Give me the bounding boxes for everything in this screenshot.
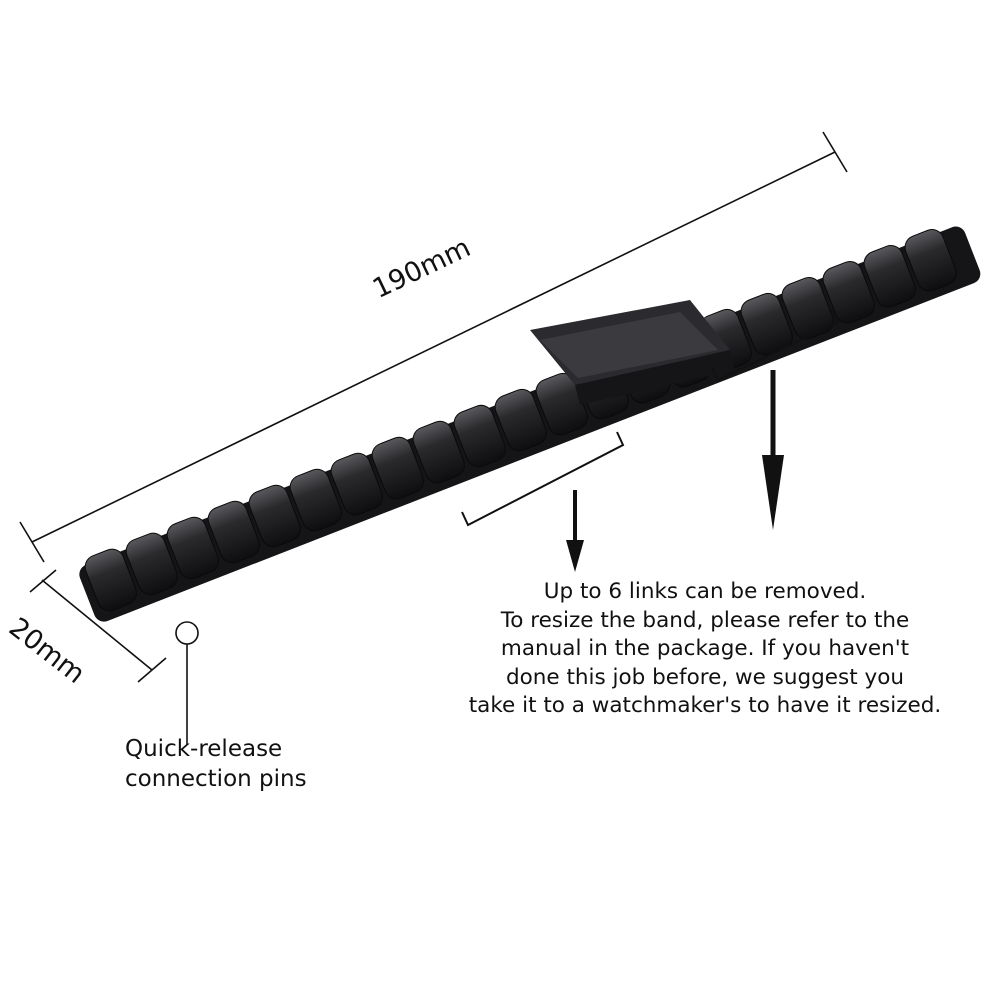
info-line: To resize the band, please refer to the <box>500 607 910 633</box>
band-link <box>248 484 301 548</box>
resize-instructions: Up to 6 links can be removed. To resize … <box>440 578 970 721</box>
clasp <box>530 300 735 405</box>
length-dimension-line <box>19 131 848 563</box>
band-link <box>822 261 875 324</box>
band-link <box>371 436 424 500</box>
band-link <box>453 404 506 468</box>
arrow-down-icon <box>762 370 784 530</box>
band-link <box>207 500 260 564</box>
band-link <box>125 532 178 596</box>
band-link <box>166 516 219 580</box>
band-link <box>84 548 137 612</box>
pin-callout <box>175 621 199 745</box>
info-line: manual in the package. If you haven't <box>500 636 910 661</box>
band-link <box>904 229 957 292</box>
arrow-down-icon <box>566 490 584 572</box>
info-line: done this job before, we suggest you <box>506 664 904 690</box>
width-dimension-line <box>29 569 167 683</box>
pin-label-line-2: connection pins <box>125 766 307 792</box>
band-link <box>494 388 547 452</box>
info-line: take it to a watchmaker's to have it res… <box>468 693 942 718</box>
pin-label-line-1: Quick-release <box>125 736 283 762</box>
band-link <box>781 276 834 340</box>
watch-band <box>79 226 981 622</box>
info-line: Up to 6 links can be removed. <box>543 579 867 604</box>
band-link <box>330 452 383 516</box>
band-link <box>863 245 916 308</box>
removable-links-bracket <box>461 309 840 527</box>
band-link <box>289 468 342 532</box>
band-link <box>412 420 465 484</box>
